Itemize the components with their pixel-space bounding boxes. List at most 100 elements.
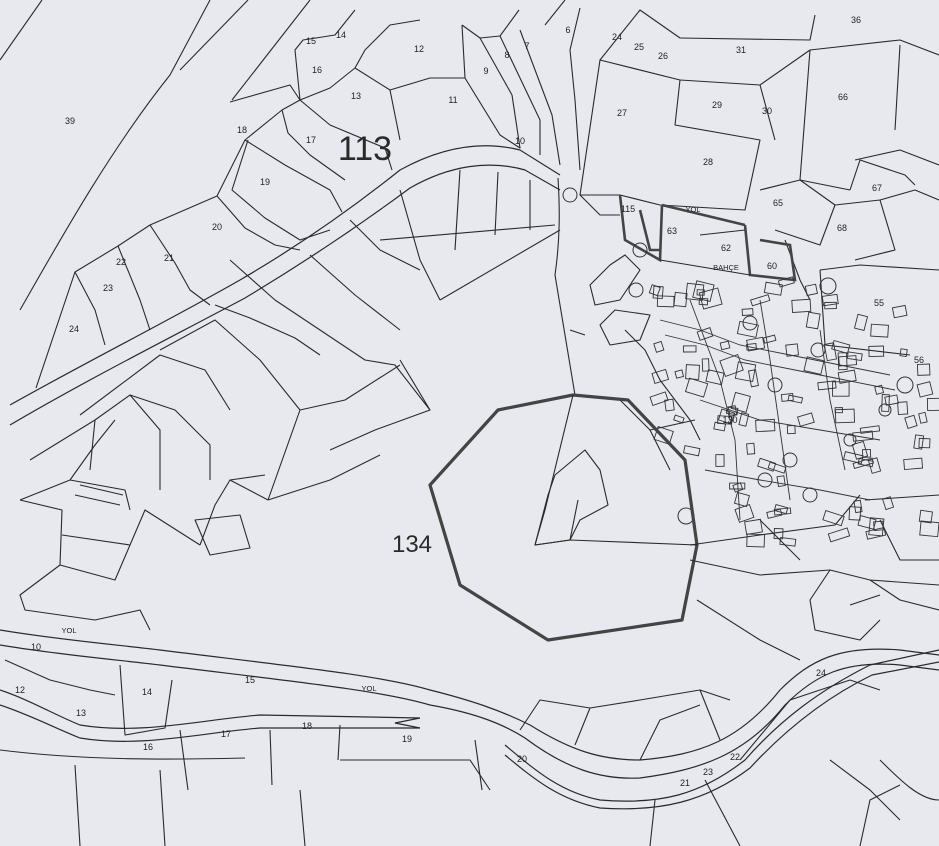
village-house [831,339,851,355]
village-house [653,340,665,353]
parcel-label: 31 [736,45,746,55]
block-113-label: 113 [338,130,392,168]
parcel-label: 6 [565,25,570,35]
road-south [0,629,939,810]
village-house [685,364,700,380]
parcel-label: 56 [914,355,924,365]
village-street [699,399,881,441]
village-house [881,394,890,412]
village-house [733,491,750,508]
village-house [777,276,795,288]
village-house [867,457,882,474]
parcels-center-north [19,169,576,631]
parcel-label: 24 [612,32,622,42]
village-house [701,358,710,372]
village-house [834,407,843,414]
parcel-label: 55 [874,298,884,308]
village-house [918,437,931,449]
village-house [719,340,731,351]
village-house [904,414,918,429]
village-house [868,345,885,358]
village-house [918,509,933,524]
village-house [763,281,783,296]
village-house [852,457,874,469]
village-house [673,291,688,308]
village-street [689,299,741,521]
village-house [685,282,705,301]
village-house [913,434,925,450]
village-house [653,426,674,445]
village-house [897,401,909,416]
village-house [851,440,869,460]
parcel-label: 63 [667,226,677,236]
parcel-label: 17 [306,135,316,145]
village-house [746,533,765,548]
parcel-label: 36 [851,15,861,25]
village-house [848,506,862,521]
block-134-label: 134 [392,531,432,558]
village-house [834,408,855,424]
road-label: YOL [685,205,700,214]
parcel-label: 30 [762,106,772,116]
village-house [750,294,771,307]
village-house [664,398,675,412]
village-house [652,285,664,300]
village-house [692,280,715,303]
village-house [919,520,939,538]
village-house [797,412,815,427]
parcels-northwest [0,0,581,389]
road-northwest [9,145,561,426]
village-house [717,415,733,425]
parcel-label: 15 [245,675,255,685]
village-house [755,418,776,433]
village-house [821,293,839,307]
parcel-label: 13 [351,91,361,101]
parcel-label: 7 [524,41,529,51]
village-house [773,504,789,515]
village-house [682,345,697,353]
road-label: YOL [361,684,376,693]
village-house [717,408,736,425]
parcel-label: 11 [448,95,457,105]
village-house [705,369,725,386]
village-house [776,475,786,488]
village-house [903,457,924,471]
village-house [891,304,908,319]
parcel-label: 20 [517,754,527,764]
parcel-label: 14 [336,30,346,40]
parcel-label: 23 [703,767,713,777]
village-house [734,503,755,523]
parcel-label: 60 [767,261,777,271]
village-house [736,320,759,338]
parcel-label: 17 [221,729,231,739]
village-house [817,380,837,391]
village-house [884,394,899,406]
parcel-label: 19 [260,177,270,187]
village-house [684,377,709,398]
block-labels: 113 134 [338,130,432,558]
village-house [837,352,848,371]
village-house [859,425,881,434]
parcel-label: 21 [680,778,690,788]
village-house [674,369,685,379]
village-house [862,448,872,458]
village-house [916,381,934,398]
place-label: BAHÇE [713,263,739,272]
village-house [838,355,858,367]
parcel-label: 12 [15,685,25,695]
village-house [698,287,723,310]
parcel-label: 15 [306,36,316,46]
parcel-label: 25 [634,42,644,52]
parcel-label: 21 [164,253,174,263]
village-circles [562,187,914,525]
block-134-boundary [428,393,699,642]
parcel-label: 16 [143,742,153,752]
village-house [852,430,874,442]
parcel-label: 115 [621,204,635,214]
village-house [744,518,763,535]
village-street [659,319,891,376]
parcels-village [569,9,939,471]
